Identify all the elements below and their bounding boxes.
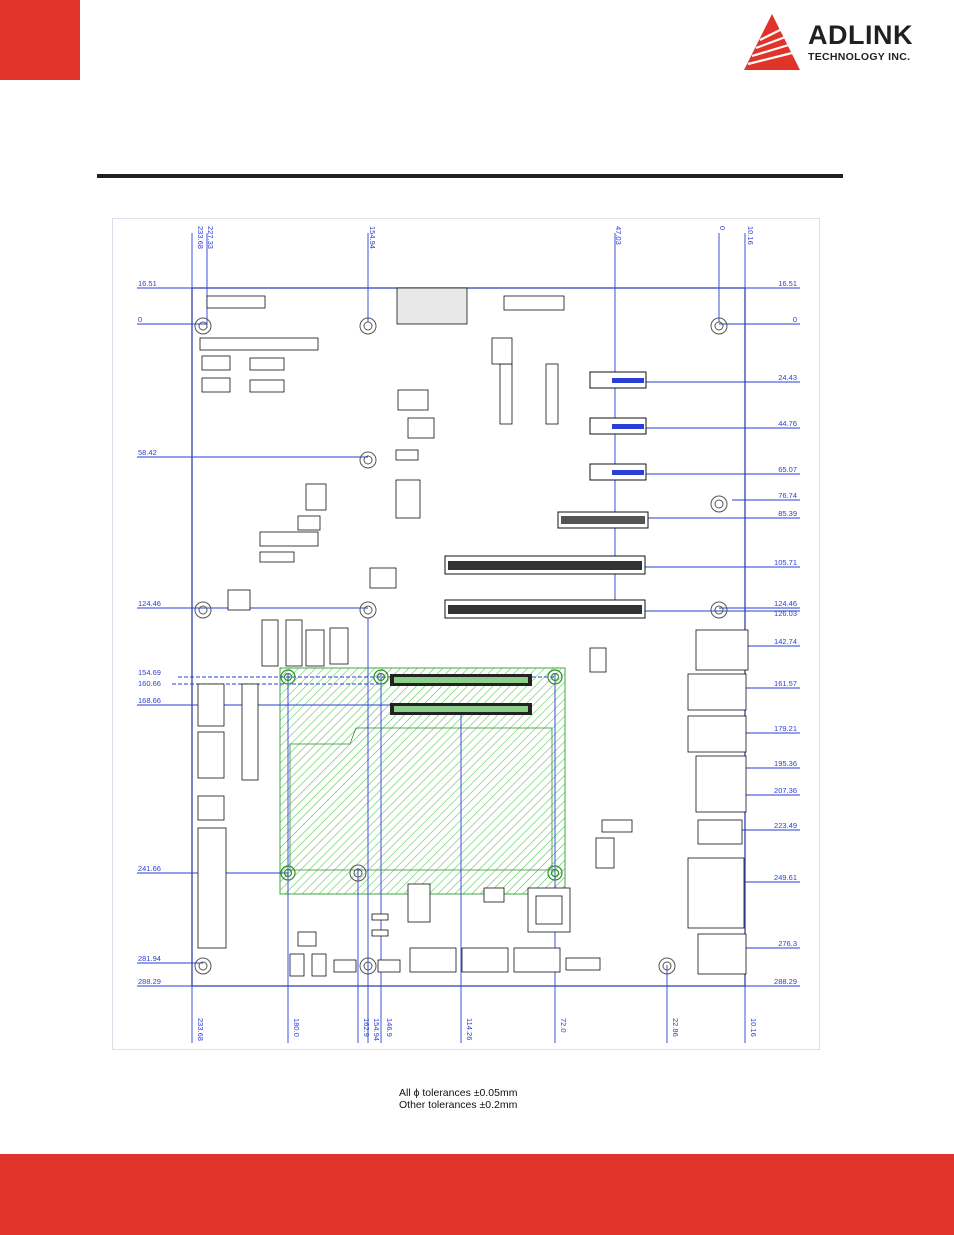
right-dim-label: 124.46 [774,599,797,608]
adlink-triangle-icon [744,14,800,70]
logo-wordmark: ADLINK [808,20,913,50]
bottom-dim-label: 72.0 [559,1018,568,1033]
right-dim-label: 65.07 [778,465,797,474]
tolerance-note-1: All ϕ tolerances ±0.05mm [399,1087,518,1099]
right-dim-label: 76.74 [778,491,797,500]
mounting-holes [194,317,728,975]
right-dim-label: 0 [793,315,797,324]
right-dim-label: 85.39 [778,509,797,518]
left-dim-label: 168.66 [138,696,161,705]
corner-tab [0,0,80,80]
right-dim-label: 44.76 [778,419,797,428]
right-dim-label: 16.51 [778,279,797,288]
top-dim-label: 154.94 [368,226,377,249]
bottom-dim-label: 154.94 [372,1018,381,1041]
right-dim-label: 288.29 [774,977,797,986]
footer-bar [0,1154,954,1235]
bottom-dim-label: 114.26 [465,1018,474,1040]
left-dim-label: 124.46 [138,599,161,608]
bottom-dim-label: 146.9 [385,1018,394,1037]
bottom-dim-label: 233.68 [196,1018,205,1041]
right-dim-label: 276.3 [778,939,797,948]
module-standoffs [280,669,563,881]
logo-tagline: TECHNOLOGY INC. [808,51,911,63]
bottom-dim-label: 22.86 [671,1018,680,1037]
left-dim-label: 241.66 [138,864,161,873]
tolerance-notes: All ϕ tolerances ±0.05mm Other tolerance… [399,1087,517,1111]
right-dim-label: 126.03 [774,609,797,618]
left-dim-label: 58.42 [138,448,157,457]
top-dim-label: 227.33 [206,226,215,249]
module-area [279,667,566,895]
top-dimensions: 233.68 227.33 154.94 47.03 0 10.16 [196,226,755,249]
pcie-slots [444,511,649,619]
module-connectors [390,674,532,715]
top-dim-label: 47.03 [614,226,623,245]
right-dim-label: 249.61 [774,873,797,882]
left-dim-label: 288.29 [138,977,161,986]
bottom-dim-label: 180.0 [292,1018,301,1037]
left-dim-label: 281.94 [138,954,161,963]
rear-io [687,629,749,975]
right-dimensions: 16.51 0 24.43 44.76 65.07 76.74 85.39 10… [774,279,797,986]
right-dim-label: 142.74 [774,637,797,646]
right-dim-label: 179.21 [774,724,797,733]
top-dim-label: 233.68 [196,226,205,249]
bottom-dim-label: 10.16 [749,1018,758,1037]
left-dim-label: 160.66 [138,679,161,688]
m2-slots [589,371,647,481]
left-dim-label: 16.51 [138,279,157,288]
right-dim-label: 161.57 [774,679,797,688]
right-dim-label: 24.43 [778,373,797,382]
left-dim-label: 154.69 [138,668,161,677]
title-rule [97,174,843,178]
board-components [197,287,633,977]
sheet-frame [112,218,820,1050]
right-dim-label: 195.36 [774,759,797,768]
left-dim-label: 0 [138,315,142,324]
right-dim-label: 105.71 [774,558,797,567]
bottom-dim-label: 162.9 [362,1018,371,1037]
bottom-dimensions: 233.68 180.0 162.9 154.94 146.9 114.26 7… [196,1018,758,1041]
adlink-logo: ADLINK TECHNOLOGY INC. [742,12,942,74]
right-dim-label: 207.36 [774,786,797,795]
top-dim-label: 10.16 [746,226,755,245]
mechanical-drawing: 233.68 227.33 154.94 47.03 0 10.16 233.6… [112,218,820,1050]
tolerance-note-2: Other tolerances ±0.2mm [399,1099,518,1111]
left-dimensions: 16.51 0 58.42 124.46 154.69 160.66 168.6… [138,279,161,986]
top-dim-label: 0 [718,226,727,230]
right-dim-label: 223.49 [774,821,797,830]
